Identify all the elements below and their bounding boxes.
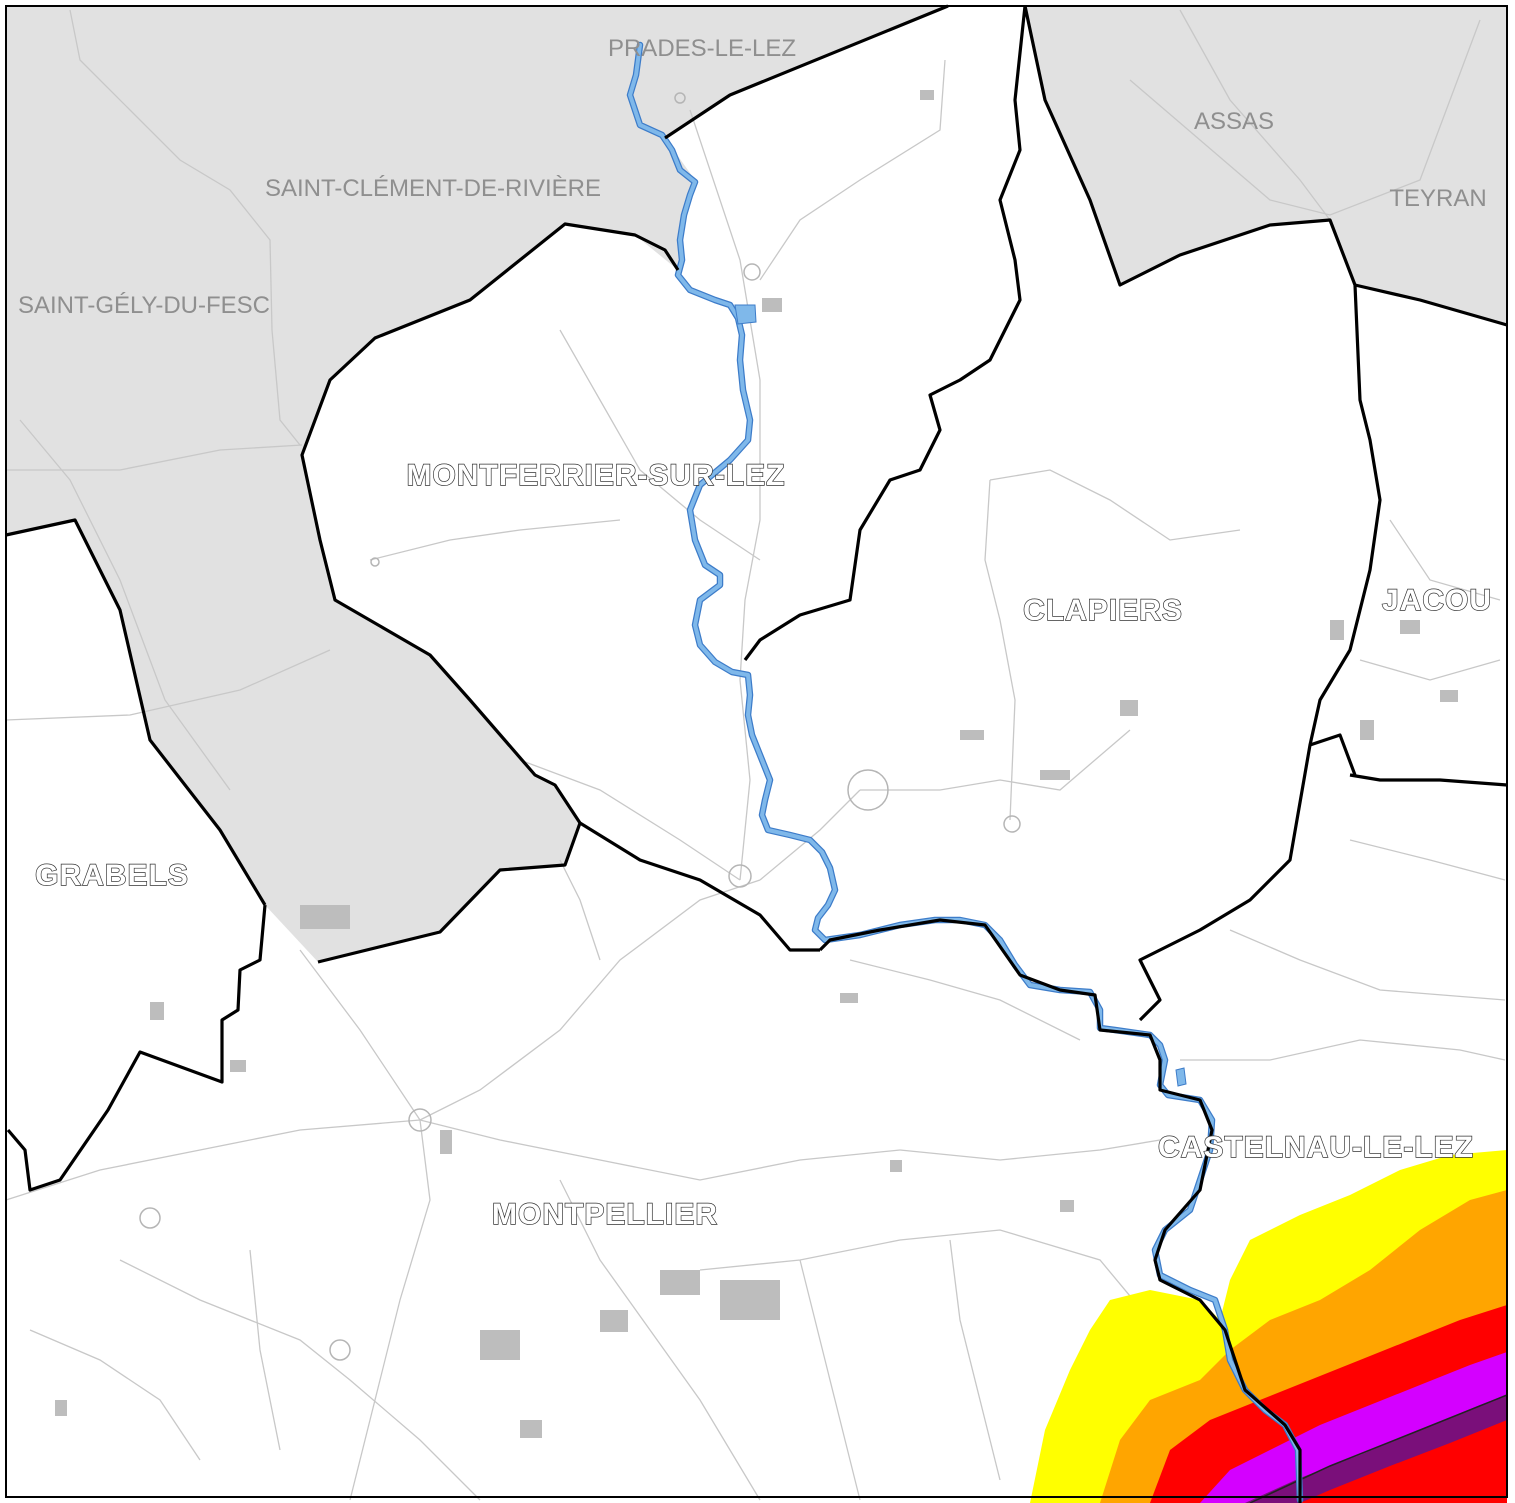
label-saint-gely-du-fesc: SAINT-GÉLY-DU-FESC <box>18 292 270 319</box>
clapiers-boundary <box>743 5 1382 1022</box>
grabels-boundary <box>5 518 582 1192</box>
building-footprints <box>55 90 1458 1438</box>
outside-communes-area <box>6 6 1507 962</box>
map-frame <box>5 5 1508 1498</box>
label-saint-clement-de-riviere: SAINT-CLÉMENT-DE-RIVIÈRE <box>265 175 601 202</box>
label-grabels: GRABELS <box>35 859 189 892</box>
railway-line <box>1249 1394 1508 1503</box>
roundabouts <box>139 92 1021 1361</box>
label-castelnau-le-lez: CASTELNAU-LE-LEZ <box>1158 1131 1474 1164</box>
label-montferrier-sur-lez: MONTFERRIER-SUR-LEZ <box>407 459 786 492</box>
commune-labels: MONTFERRIER-SUR-LEZ CLAPIERS JACOU GRABE… <box>34 458 1492 1231</box>
label-clapiers: CLAPIERS <box>1023 594 1183 627</box>
road-network <box>5 9 1506 1501</box>
jacou-boundary <box>1309 283 1508 787</box>
northwest-outside-area <box>6 6 948 962</box>
montferrier-boundary <box>300 4 949 952</box>
outside-commune-labels: PRADES-LE-LEZ ASSAS TEYRAN SAINT-CLÉMENT… <box>18 35 1487 319</box>
label-prades-le-lez: PRADES-LE-LEZ <box>608 35 796 62</box>
noise-zone-magenta <box>1200 1352 1507 1503</box>
northeast-outside-area <box>1025 6 1507 325</box>
pond <box>734 304 757 325</box>
pond <box>1175 1067 1187 1087</box>
noise-zones <box>1030 1150 1508 1503</box>
commune-boundaries <box>5 4 1508 1503</box>
label-jacou: JACOU <box>1382 584 1492 617</box>
label-montpellier: MONTPELLIER <box>492 1198 718 1231</box>
montpellier-castelnau-boundary <box>818 918 1302 1503</box>
noise-zone-red-east <box>1460 1430 1507 1503</box>
label-assas: ASSAS <box>1194 108 1274 135</box>
label-teyran: TEYRAN <box>1389 185 1486 212</box>
